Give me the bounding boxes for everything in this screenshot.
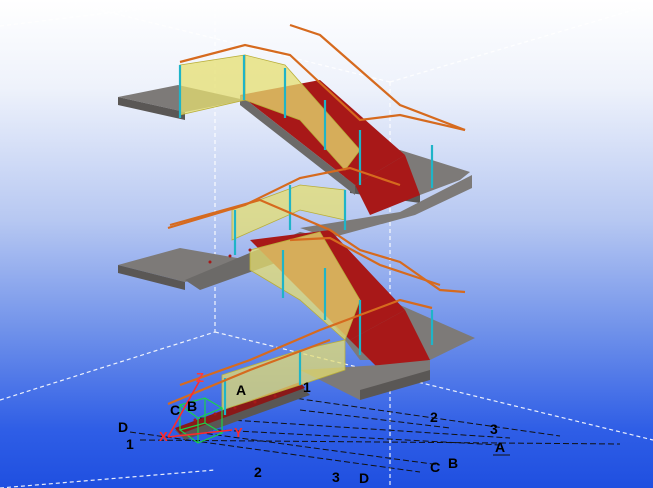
svg-text:2: 2 [430, 409, 438, 425]
axis-label-x: X [159, 429, 168, 444]
element-label-one: 1 [303, 379, 311, 395]
ucs-label-b: B [187, 398, 197, 414]
stair-flight-lower[interactable] [175, 382, 310, 440]
step-markers [193, 248, 277, 422]
svg-text:C: C [430, 459, 440, 475]
svg-text:D: D [359, 470, 369, 486]
svg-text:2: 2 [254, 464, 262, 480]
element-label-a: A [236, 382, 246, 398]
ucs-axis-indicator [167, 379, 233, 444]
svg-text:A: A [495, 439, 505, 455]
handrails [167, 23, 466, 406]
ucs-label-1: 1 [126, 436, 134, 452]
axis-label-z: Z [196, 370, 204, 385]
svg-text:3: 3 [490, 421, 498, 437]
grid-labels: 2 3 A B C 2 3 D [254, 409, 505, 486]
ucs-label-d: D [118, 419, 128, 435]
svg-text:3: 3 [332, 469, 340, 485]
grid-lines [129, 395, 621, 473]
axis-label-y: Y [234, 425, 243, 440]
svg-text:B: B [448, 455, 458, 471]
ucs-label-c: C [170, 402, 180, 418]
railing-posts [178, 55, 434, 415]
